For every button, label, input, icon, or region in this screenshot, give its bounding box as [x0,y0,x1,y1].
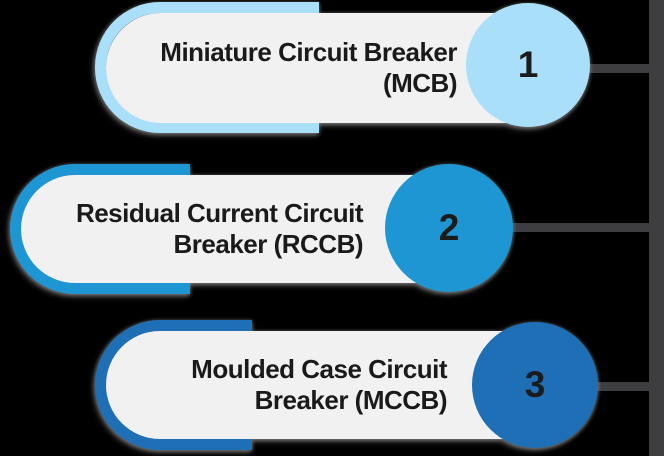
mccb-label-line1: Moulded Case Circuit [191,354,447,384]
mccb-label: Moulded Case Circuit Breaker (MCCB) [130,331,447,439]
mccb-pill [106,331,561,439]
mcb-outline-band [95,2,319,133]
step-number-1: 1 [517,44,539,85]
rccb-label: Residual Current Circuit Breaker (RCCB) [40,175,364,283]
step-circle-2: 2 [385,164,513,292]
mcb-pill [106,13,561,123]
connector-line-2 [510,223,650,232]
mcb-label-line1: Miniature Circuit Breaker [160,37,457,67]
rccb-pill [21,175,480,283]
step-number-3: 3 [524,364,546,405]
mcb-label: Miniature Circuit Breaker (MCB) [120,13,457,123]
timeline-vertical-bar [649,0,664,456]
step-circle-1: 1 [466,3,590,127]
rccb-label-line2: Breaker (RCCB) [173,229,364,259]
mccb-label-line2: Breaker (MCCB) [254,385,448,415]
rccb-outline-band [10,164,190,294]
connector-line-1 [588,64,650,73]
step-number-2: 2 [438,207,460,248]
connector-line-3 [596,382,650,391]
mcb-label-line2: (MCB) [382,68,458,98]
mccb-outline-band [95,320,252,450]
step-circle-3: 3 [472,322,598,448]
rccb-label-line1: Residual Current Circuit [75,198,364,228]
